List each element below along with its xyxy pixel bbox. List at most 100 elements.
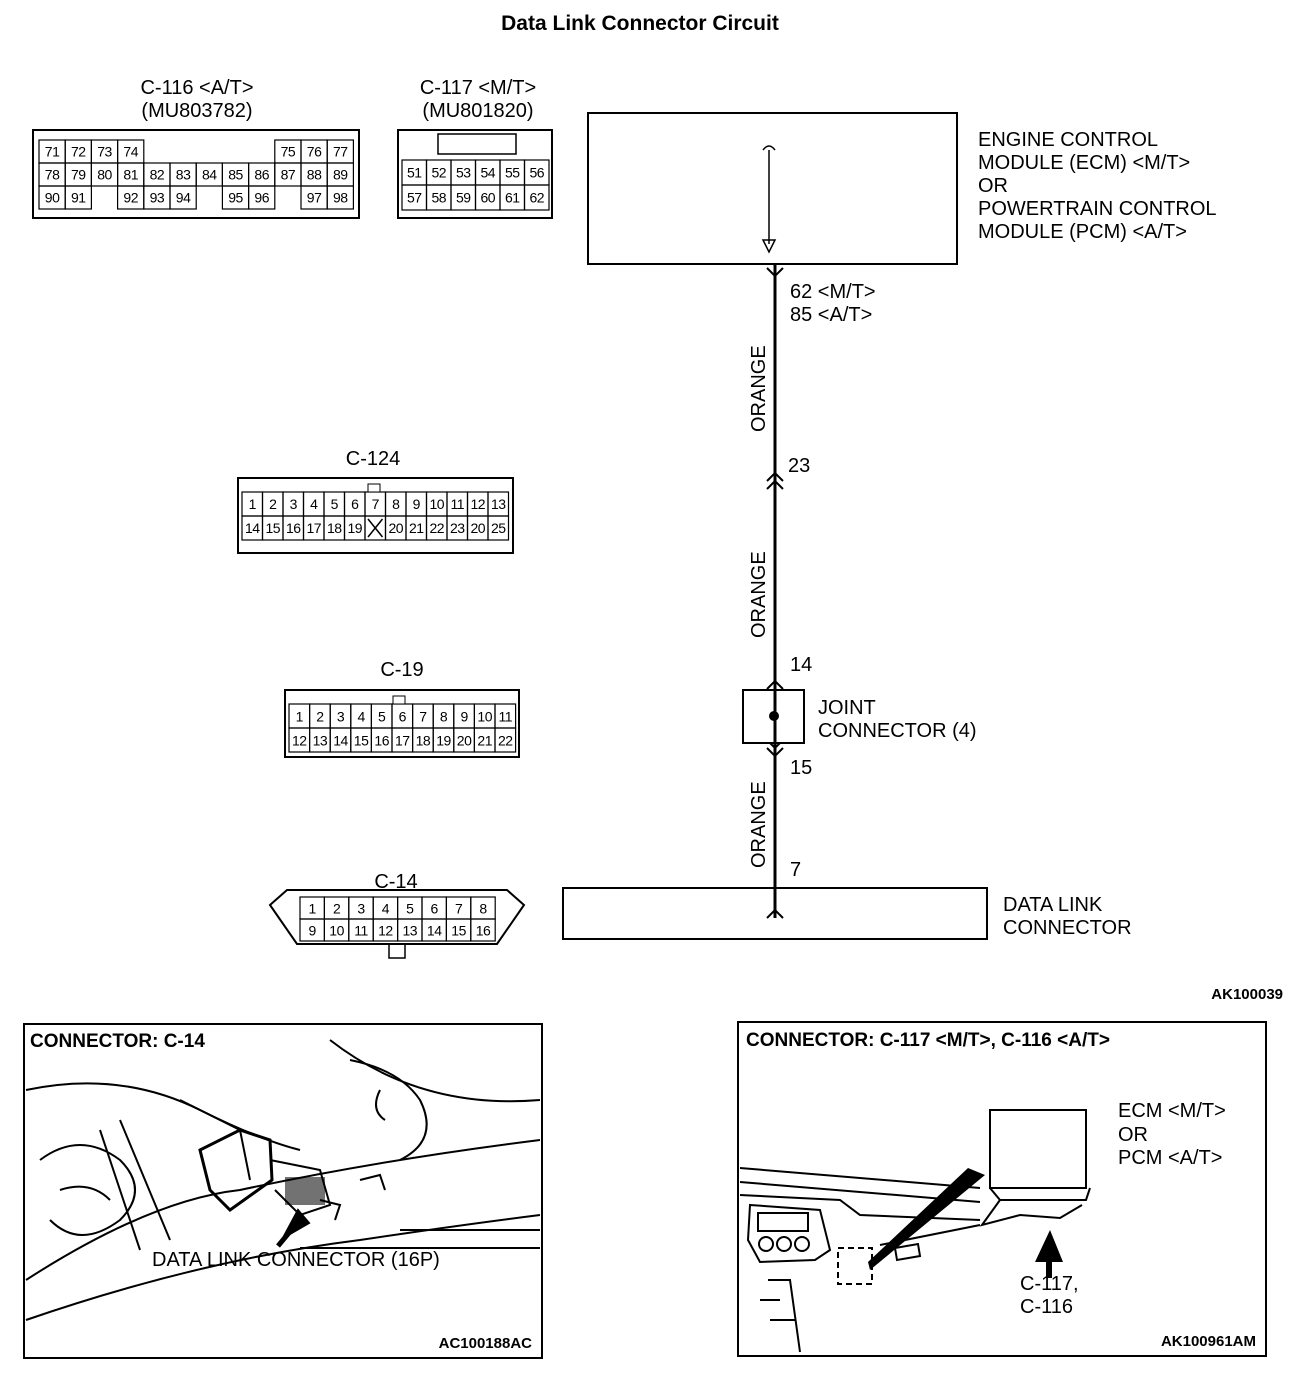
pin-number: 11: [354, 922, 368, 938]
pin-number: 19: [436, 732, 451, 748]
pin-number: 10: [329, 922, 344, 938]
pin-number: 88: [307, 167, 322, 183]
pin-number: 16: [476, 922, 491, 938]
pin-number: 78: [45, 167, 60, 183]
joint-line-2: CONNECTOR (4): [818, 720, 977, 742]
pin-cell: [523, 184, 550, 211]
dash-illustration: [739, 1109, 1091, 1353]
pin-number: 21: [409, 520, 424, 536]
pin-number: 1: [249, 496, 257, 512]
pin-number: 20: [388, 520, 403, 536]
pin-number: 56: [529, 165, 544, 181]
pin-number: 5: [378, 708, 386, 724]
pin-number: 1: [309, 900, 317, 916]
panel-right-code: AK100961AM: [1161, 1333, 1256, 1350]
panel-left-title: CONNECTOR: C-14: [30, 1031, 205, 1052]
connector-c117-part: (MU801820): [422, 100, 533, 122]
arrow-icon-right: [1035, 1230, 1063, 1262]
pin-number: 7: [455, 900, 463, 916]
pin-number: 14: [427, 922, 442, 938]
connector-c14-name: C-14: [374, 871, 417, 893]
pin-number: 16: [374, 732, 389, 748]
pin-number: 62: [529, 190, 544, 206]
pin-number: 51: [407, 165, 422, 181]
panel-connector-c14: CONNECTOR: C-14 DATA LINK CONNECTOR (16P…: [23, 1023, 543, 1359]
pointer-wedge: [868, 1168, 985, 1270]
dlc-line-1: DATA LINK: [1003, 894, 1103, 916]
pin-number: 22: [429, 520, 444, 536]
pin-number: 90: [45, 190, 60, 206]
pin-number: 57: [407, 190, 422, 206]
pin-number: 9: [460, 708, 468, 724]
latch-tab: [367, 483, 381, 493]
pin-label-62-mt: 62 <M/T>: [790, 281, 876, 303]
pin-number: 8: [479, 900, 487, 916]
pin-number: 8: [440, 708, 448, 724]
pin-number: 13: [313, 732, 328, 748]
pin-number: 15: [354, 732, 369, 748]
pin-number: 14: [333, 732, 348, 748]
ecm-line-5: MODULE (PCM) <A/T>: [978, 221, 1187, 243]
pin-number: 61: [505, 190, 520, 206]
ecm-module: ENGINE CONTROL MODULE (ECM) <M/T> OR POW…: [587, 112, 1217, 265]
ecm-line-1: ENGINE CONTROL: [978, 129, 1158, 151]
panel-right-conn-1: C-117,: [1020, 1273, 1079, 1295]
pin-number: 85: [228, 167, 243, 183]
pin-number: 81: [123, 167, 138, 183]
pin-label-23: 23: [788, 455, 810, 477]
pin-number: 11: [450, 496, 464, 512]
pin-number: 6: [351, 496, 359, 512]
joint-line-1: JOINT: [818, 697, 876, 719]
pin-number: 18: [327, 520, 342, 536]
pin-number: 10: [429, 496, 444, 512]
pin-number: 8: [392, 496, 400, 512]
pin-number: 11: [499, 708, 513, 724]
pin-number: 52: [431, 165, 446, 181]
pin-number: 7: [419, 708, 427, 724]
pin-number: 17: [395, 732, 410, 748]
pin-number: 86: [254, 167, 269, 183]
pin-number: 12: [292, 732, 307, 748]
pin-label-15: 15: [790, 757, 812, 779]
pin-cell: [494, 727, 517, 753]
joint-connector: JOINT CONNECTOR (4): [742, 689, 977, 744]
pin-number: 4: [310, 496, 318, 512]
pin-number: 7: [372, 496, 380, 512]
pin-number: 93: [150, 190, 165, 206]
panel-right-ecm-3: PCM <A/T>: [1118, 1147, 1222, 1169]
ecm-line-4: POWERTRAIN CONTROL: [978, 198, 1217, 220]
data-link-connector: DATA LINK CONNECTOR: [562, 887, 1132, 940]
pin-number: 58: [431, 190, 446, 206]
pin-number: 12: [378, 922, 393, 938]
pin-number: 1: [296, 708, 304, 724]
pin-number: 4: [357, 708, 365, 724]
connector-c117-name: C-117 <M/T>: [420, 77, 536, 99]
pin-number: 18: [416, 732, 431, 748]
pin-cell: [470, 918, 496, 942]
pin-number: 15: [265, 520, 280, 536]
pin-number: 12: [470, 496, 485, 512]
pin-number: 13: [403, 922, 418, 938]
pin-cell: [248, 185, 276, 210]
pin-number: 21: [477, 732, 492, 748]
pin-number: 14: [245, 520, 260, 536]
pin-number: 73: [97, 144, 112, 160]
pin-number: 3: [290, 496, 298, 512]
pin-number: 5: [331, 496, 339, 512]
connector-c19-name: C-19: [380, 659, 423, 681]
pin-number: 3: [337, 708, 345, 724]
diagram-title: Data Link Connector Circuit: [501, 12, 779, 35]
pin-number: 59: [456, 190, 471, 206]
pin-number: 6: [399, 708, 407, 724]
wire-color-label-3: ORANGE: [748, 781, 770, 868]
